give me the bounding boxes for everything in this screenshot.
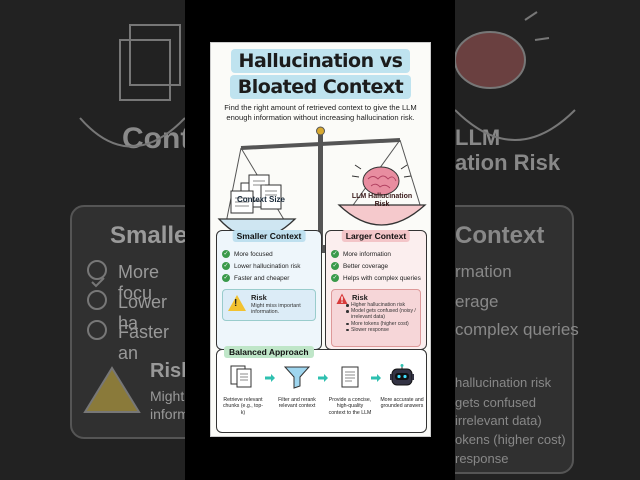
list-item: ✓ Faster and cheaper <box>222 272 318 284</box>
subtitle: Find the right amount of retrieved conte… <box>224 103 417 122</box>
larger-context-title: Larger Context <box>341 230 411 242</box>
list-item: ✓ Helps with complex queries <box>331 272 423 284</box>
smaller-context-risk-box: ! Risk Might miss important information. <box>222 289 316 321</box>
list-item: ✓ More focused <box>222 248 318 260</box>
larger-context-risk-box: Risk Higher hallucination risk Model get… <box>331 289 421 347</box>
bg-r-item-1: rmation <box>455 262 512 281</box>
document-stack-icon <box>341 366 359 388</box>
step-retrieve: Retrieve relevant chunks (e.g., top-k) <box>221 364 265 416</box>
infographic-card: Hallucination vs Bloated Context Find th… <box>210 42 431 437</box>
check-icon: ✓ <box>331 250 339 258</box>
bg-smaller-text: Smaller <box>110 222 185 249</box>
bg-right-shapes <box>455 11 576 141</box>
bg-item-1: More focu <box>118 262 160 303</box>
documents-icon <box>230 174 282 214</box>
bg-r-item-5: gets confused <box>455 395 536 410</box>
list-item: ✓ More information <box>331 248 423 260</box>
benefit-text: Better coverage <box>343 262 389 270</box>
balanced-approach-title: Balanced Approach <box>224 346 314 358</box>
list-item: Higher hallucination risk <box>346 302 418 308</box>
check-icon: ✓ <box>331 262 339 270</box>
documents-icon <box>230 365 252 388</box>
smaller-context-benefits: ✓More focused ✓Lower hallucination risk … <box>222 248 318 284</box>
larger-context-risks: Higher hallucination risk Model gets con… <box>346 302 418 333</box>
bg-risk-label: ation Risk <box>455 150 561 175</box>
list-item: ✓ Lower hallucination risk <box>222 260 318 272</box>
larger-context-panel: Larger Context ✓ More information ✓ Better… <box>325 230 427 350</box>
list-item: ✓ Better coverage <box>331 260 423 272</box>
step-answers: More accurate and grounded answers <box>380 364 424 410</box>
warning-icon <box>336 293 348 304</box>
funnel-icon <box>283 366 311 389</box>
risk-title: Risk <box>251 293 267 302</box>
brain-icon <box>351 164 412 196</box>
warning-mark: ! <box>234 298 238 309</box>
step-label: Filter and rerank relevant context <box>278 397 316 410</box>
bg-risk-text: Risk <box>150 360 185 382</box>
warning-icon <box>228 295 246 311</box>
larger-context-benefits: ✓ More information ✓ Better coverage ✓ Help… <box>331 248 423 284</box>
check-icon: ✓ <box>222 250 230 258</box>
robot-icon <box>390 364 414 386</box>
arrow-right-icon <box>265 374 275 382</box>
step-provide: Provide a concise, high-quality context … <box>328 364 372 416</box>
title-line-1: Hallucination vs <box>230 49 411 73</box>
bg-larger-panel <box>455 205 574 474</box>
bg-item-2: Lower ha <box>118 292 168 333</box>
bg-r-item-3: complex queries <box>455 320 579 339</box>
balanced-approach-panel: Balanced Approach Retrieve relevant chun… <box>216 346 427 433</box>
smaller-context-title: Smaller Context <box>232 230 306 242</box>
background-right: LLM ation Risk Context rmation erage com… <box>455 0 640 480</box>
bg-r-item-6: irrelevant data) <box>455 413 542 428</box>
step-label: Retrieve relevant chunks (e.g., top-k) <box>222 397 264 416</box>
bg-r-item-2: erage <box>455 292 499 311</box>
list-item: Model gets confused (noisy / irrelevant … <box>346 308 418 320</box>
bg-r-item-4: hallucination risk <box>455 375 552 390</box>
check-icon: ✓ <box>222 262 230 270</box>
scale-left-label: Context Size <box>236 195 285 204</box>
step-filter: Filter and rerank relevant context <box>275 364 319 410</box>
benefit-text: Lower hallucination risk <box>234 262 301 270</box>
bg-risk-text-2: Might <box>150 388 185 404</box>
benefit-text: Faster and cheaper <box>234 274 290 282</box>
step-label: More accurate and grounded answers <box>380 397 424 410</box>
scale-right-label: LLM Hallucination Risk <box>351 193 413 208</box>
bg-left-shapes <box>79 24 185 413</box>
list-item: More tokens (higher cost) <box>346 321 418 327</box>
benefit-text: More information <box>343 250 391 258</box>
arrow-right-icon <box>371 374 381 382</box>
title-block: Hallucination vs Bloated Context <box>211 49 430 101</box>
bg-r-item-7: okens (higher cost) <box>455 432 566 447</box>
step-label: Provide a concise, high-quality context … <box>328 397 372 416</box>
risk-title: Risk <box>352 293 368 302</box>
bg-r-item-8: response <box>455 451 509 466</box>
benefit-text: More focused <box>234 250 273 258</box>
arrow-right-icon <box>318 374 328 382</box>
risk-text: Might miss important information. <box>251 303 301 316</box>
bg-risk-text-3: inform <box>150 406 185 422</box>
smaller-context-panel: Smaller Context ✓ More focused ✓ Lower hal… <box>216 230 322 350</box>
benefit-text: Helps with complex queries <box>343 274 421 282</box>
list-item: Slower response <box>346 327 418 333</box>
bg-context-heading: Context <box>455 222 545 249</box>
bg-item-3: Faster an <box>118 322 170 363</box>
background-left: Contex Smaller More focu Lower ha Faster… <box>0 0 185 480</box>
check-icon: ✓ <box>222 274 230 282</box>
title-line-2: Bloated Context <box>229 75 412 99</box>
check-icon: ✓ <box>331 274 339 282</box>
